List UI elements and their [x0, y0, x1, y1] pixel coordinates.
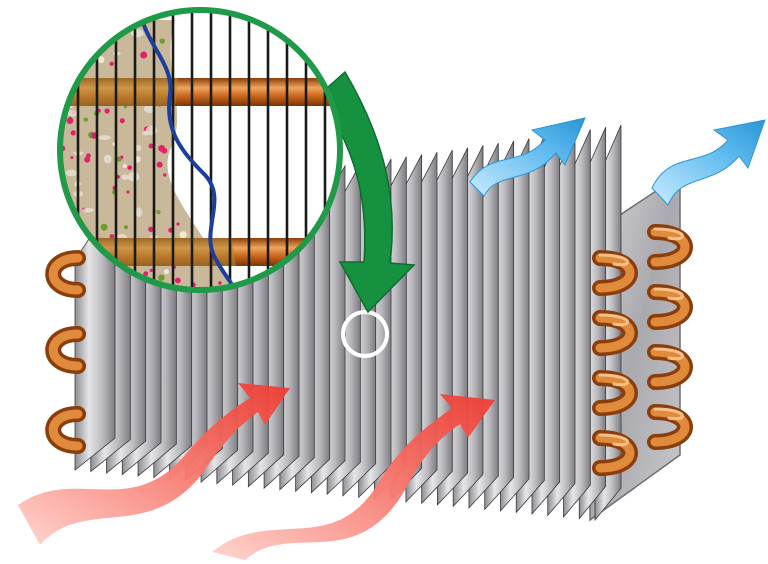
speckle: [86, 153, 91, 159]
speckle: [98, 135, 111, 141]
speckle: [88, 31, 94, 38]
speckle: [74, 23, 81, 30]
cool-air-arrow-icon: [469, 117, 586, 197]
magnifier-ring: [57, 7, 343, 293]
speckle: [97, 56, 105, 64]
magnifier-lens: [57, 7, 343, 293]
speckle: [95, 32, 101, 37]
speckle: [79, 36, 84, 42]
speckle: [127, 165, 132, 170]
speckle: [67, 109, 78, 117]
right-tube-bends: [592, 224, 693, 476]
speckle: [122, 164, 127, 169]
speckle: [127, 171, 140, 182]
speckle: [148, 143, 154, 149]
speckle: [104, 108, 110, 114]
target-circle-icon: [341, 310, 389, 358]
speckle: [82, 207, 94, 213]
speckle: [101, 30, 108, 37]
hot-air-arrow-icon: [18, 383, 290, 545]
speckle: [77, 30, 86, 38]
speckle: [135, 207, 143, 218]
speckle: [149, 268, 153, 273]
speckle: [143, 104, 156, 113]
speckle: [163, 173, 167, 177]
speckle: [142, 130, 150, 136]
speckle: [116, 156, 122, 162]
left-tube-bends: [45, 250, 86, 454]
speckle: [68, 29, 72, 32]
hot-air-arrow-icon: [212, 394, 495, 560]
speckle: [161, 147, 168, 154]
speckle: [140, 51, 148, 59]
speckle: [60, 63, 65, 69]
speckle: [156, 161, 163, 168]
speckle: [90, 42, 96, 48]
speckle: [67, 29, 76, 35]
speckle: [84, 156, 91, 163]
speckle: [123, 225, 129, 230]
cool-air-arrow-icon: [651, 119, 766, 206]
speckle: [163, 269, 169, 275]
callout-arrow-icon: [316, 70, 416, 314]
speckle: [109, 234, 115, 239]
speckle: [148, 226, 154, 232]
speckle: [65, 169, 78, 177]
speckle: [175, 277, 181, 284]
speckle: [158, 274, 165, 281]
speckle: [179, 231, 187, 239]
speckle: [83, 117, 88, 122]
speckle: [68, 116, 73, 121]
speckle: [121, 174, 129, 180]
speckle: [126, 190, 130, 194]
speckle: [134, 144, 142, 152]
speckle: [143, 271, 149, 277]
speckle: [119, 118, 125, 124]
speckle: [100, 27, 104, 32]
speckle: [176, 222, 180, 226]
speckle: [103, 154, 112, 164]
speckle: [218, 281, 222, 285]
speckle: [70, 130, 76, 136]
speckle: [156, 210, 161, 215]
speckle: [70, 156, 74, 160]
speckle: [100, 223, 108, 231]
speckle: [159, 38, 165, 44]
speckle: [82, 55, 88, 61]
boundary-line: [137, 10, 244, 290]
speckle: [109, 61, 114, 66]
